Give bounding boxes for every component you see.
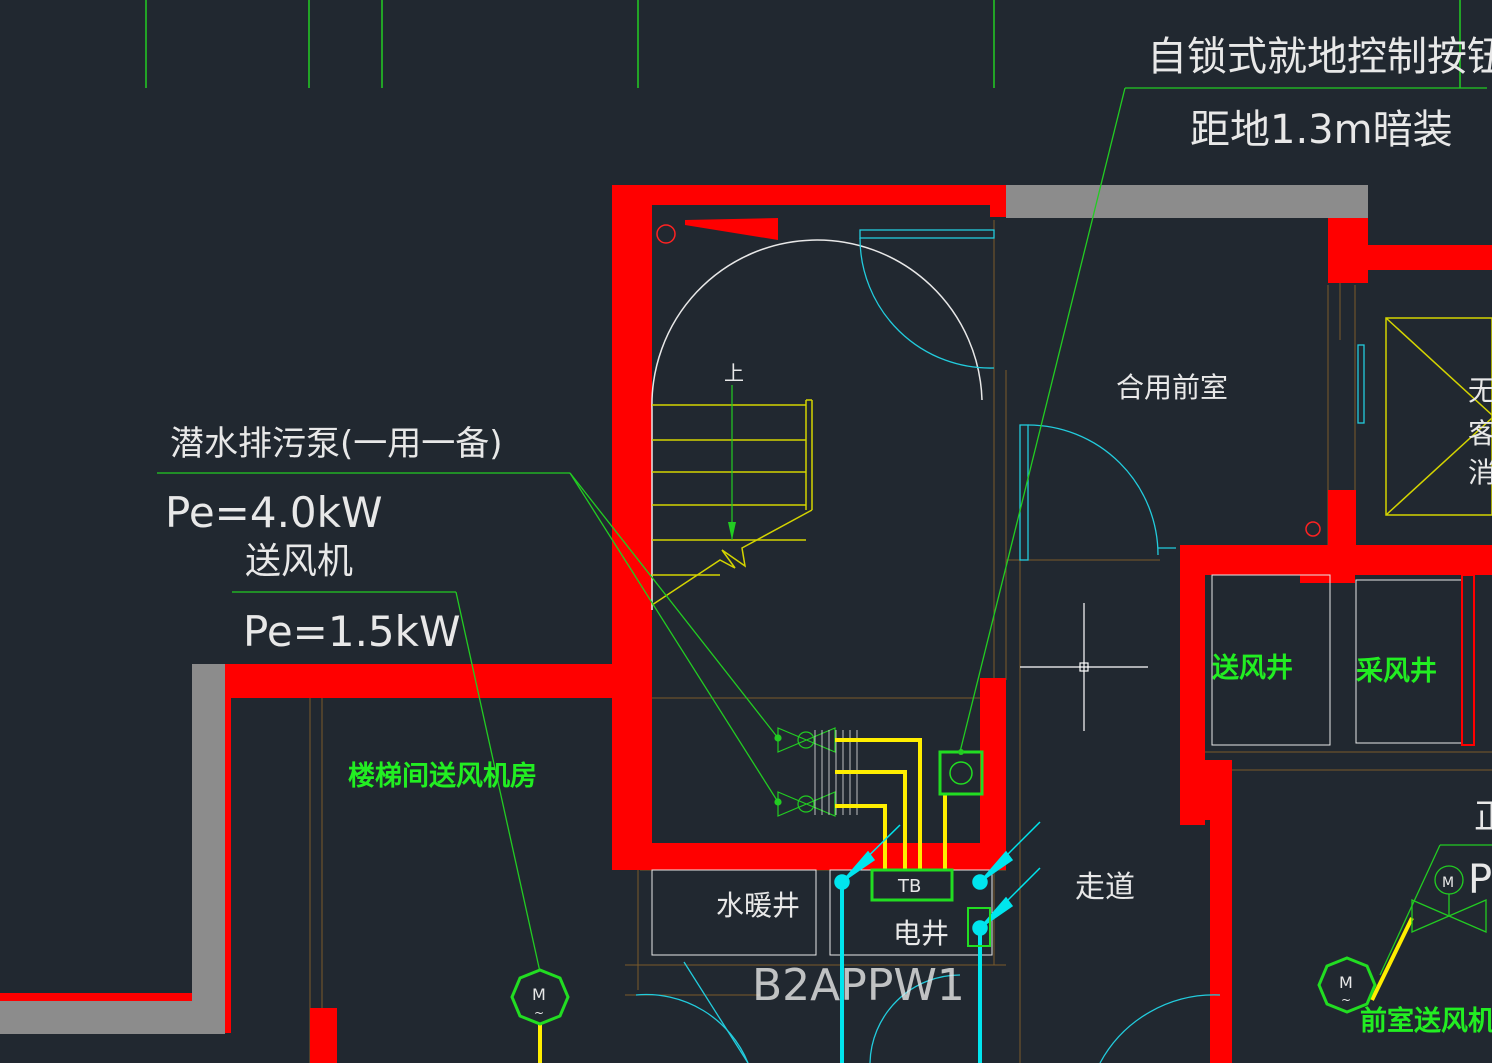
anteroom-fan-motor-sub: ~ — [1341, 993, 1351, 1007]
intake-shaft-red-line — [1461, 574, 1475, 746]
room-stair-fan-room: 楼梯间送风机房 — [348, 761, 537, 792]
cable-runs — [835, 738, 947, 870]
terminal-box[interactable]: TB — [870, 868, 954, 902]
room-anteroom-fan-room: 前室送风机房 — [1360, 1005, 1492, 1037]
fire-elevator-partial-1: 无 — [1468, 374, 1492, 407]
stair-fan-motor-label: M — [532, 985, 546, 1004]
room-shared-anteroom: 合用前室 — [1116, 371, 1228, 404]
terminal-box-label: TB — [897, 876, 921, 897]
room-corridor: 走道 — [1075, 870, 1135, 905]
stairwell — [651, 239, 983, 610]
stair-up-label: 上 — [724, 361, 744, 385]
local-control-button[interactable] — [938, 749, 984, 796]
anteroom-fan-motor-label: M — [1339, 973, 1353, 992]
room-intake-shaft: 采风井 — [1356, 656, 1437, 687]
room-electrical-shaft: 电井 — [893, 917, 949, 950]
cyan-riser-arrows — [834, 821, 1041, 936]
leader-lines — [157, 87, 1492, 976]
fire-alarm-symbol-left — [656, 224, 676, 244]
top-grid-ticks — [145, 0, 1461, 88]
fan-power-label: Pe=1.5kW — [243, 607, 461, 656]
fan-name-label: 送风机 — [245, 541, 353, 582]
cad-crosshair[interactable] — [1020, 603, 1148, 731]
room-water-heating-shaft: 水暖井 — [716, 889, 800, 922]
stair-fan-motor[interactable]: M ~ — [510, 968, 570, 1063]
control-button-note-line1: 自锁式就地控制按钮 — [1147, 34, 1492, 80]
elevator-shaft — [1385, 317, 1492, 516]
anteroom-fan-motor[interactable]: M ~ — [1317, 917, 1414, 1014]
right-edge-partial-1: 正 — [1474, 797, 1492, 837]
right-edge-partial-2: P — [1468, 857, 1492, 903]
gray-walls — [0, 185, 1368, 1034]
fire-elevator-partial-2: 客 — [1468, 417, 1492, 450]
control-button-note-line2: 距地1.3m暗装 — [1190, 107, 1453, 153]
stair-wedge — [685, 218, 778, 240]
fire-elevator-partial-3: 消 — [1468, 456, 1492, 489]
panel-id-label: B2APPW1 — [752, 960, 965, 1011]
anteroom-valve-motor-label: M — [1442, 875, 1454, 891]
room-supply-shaft: 送风井 — [1212, 653, 1293, 684]
electrical-shaft-box — [967, 907, 991, 947]
fire-alarm-symbol-right — [1305, 521, 1321, 537]
anteroom-valve-symbol — [1411, 865, 1487, 933]
doors — [635, 229, 1365, 1063]
pump-power-label: Pe=4.0kW — [165, 488, 383, 537]
stair-fan-motor-sub: ~ — [534, 1006, 544, 1020]
pump-name-label: 潜水排污泵(一用一备) — [170, 424, 503, 464]
red-walls — [0, 185, 1492, 1063]
cyan-risers — [840, 882, 982, 1063]
